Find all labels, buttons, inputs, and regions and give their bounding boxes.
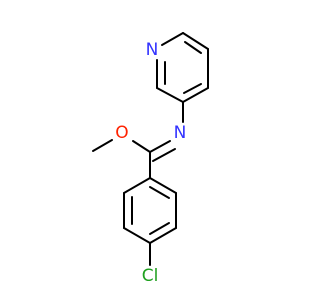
atom-label-pyridine-n: N xyxy=(146,40,159,60)
bond-pyr-c2-c3-inner xyxy=(184,41,202,54)
bond-benz-c4-c5 xyxy=(149,227,177,244)
atom-label-ether-o: O xyxy=(115,123,128,143)
bond-o-methyl xyxy=(92,139,113,152)
bond-imine-n-c xyxy=(149,140,171,153)
bond-imine-n-c-inner xyxy=(152,148,176,162)
bond-pyr-c5-c6 xyxy=(156,87,184,103)
bond-pyr-c2-n xyxy=(161,32,184,46)
bond-benz-c1-c2 xyxy=(123,177,151,194)
bond-pyr-c2-c3 xyxy=(182,32,209,50)
molecule-diagram: N N O Cl xyxy=(92,32,209,286)
atom-label-chlorine: Cl xyxy=(142,266,159,286)
bond-benz-c6-c1-inner xyxy=(149,186,170,199)
bond-pyr-c4-c5 xyxy=(182,87,209,103)
bond-benz-c6-c1 xyxy=(149,177,177,194)
atom-label-imine-n: N xyxy=(174,123,187,143)
bond-benz-c3-c4 xyxy=(123,227,151,244)
bond-imine-c-o xyxy=(132,140,151,153)
atom-labels-group: N N O Cl xyxy=(115,40,186,286)
bond-pyr-c4-c5-inner xyxy=(183,83,202,94)
bond-benz-c4-c5-inner xyxy=(149,222,170,235)
bonds-group xyxy=(92,32,209,266)
